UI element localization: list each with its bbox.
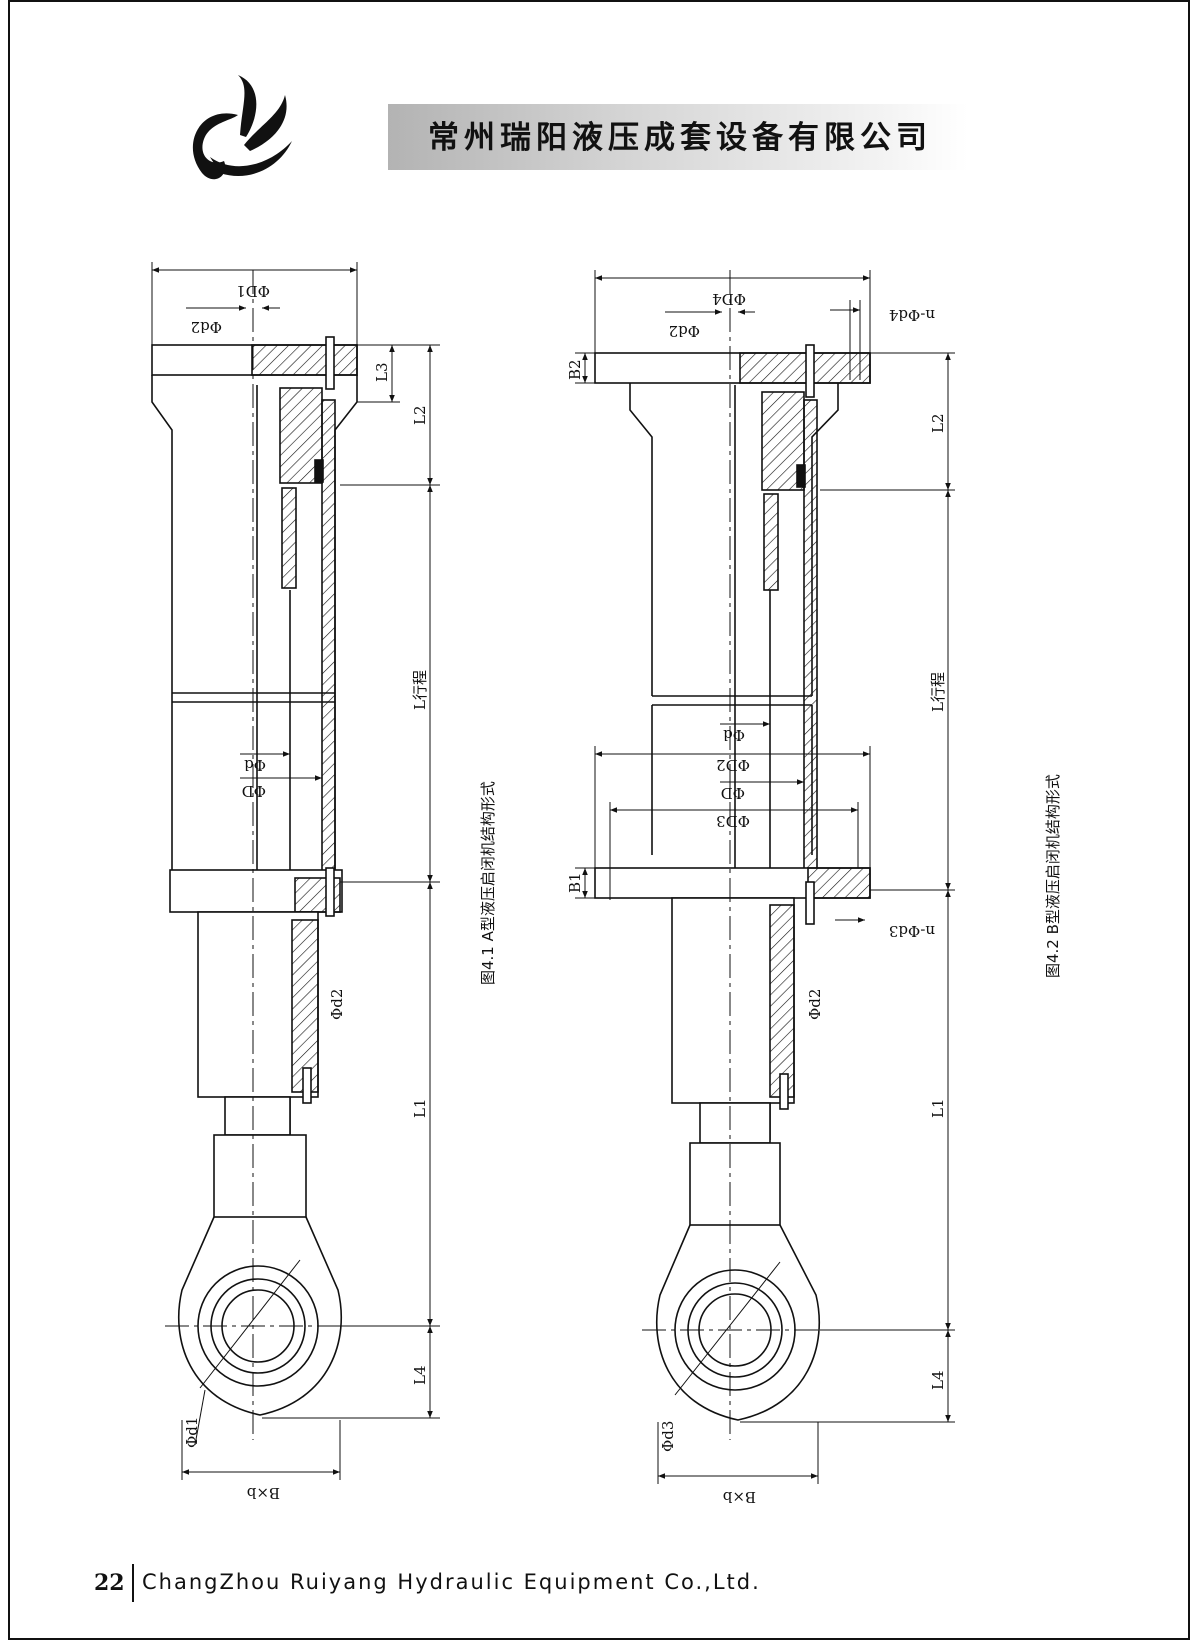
label-b-nd3: n-Φd3 — [889, 922, 935, 940]
label-a-d: Φd — [244, 756, 266, 774]
label-a-d1: Φd1 — [183, 1417, 201, 1448]
company-logo — [192, 75, 292, 180]
label-b-d3: Φd3 — [659, 1421, 677, 1452]
label-b-L1: L1 — [929, 1098, 947, 1118]
label-b-nd4: n-Φd4 — [889, 306, 935, 324]
page-number: 22 — [94, 1570, 125, 1596]
label-b-D: ΦD — [721, 784, 745, 802]
caption-figure-a: 图4.1 A型液压启闭机结构形式 — [479, 781, 497, 985]
figure-b-dimensions — [575, 270, 955, 1484]
label-a-Bxb: B×b — [247, 1484, 280, 1502]
label-a-L1: L1 — [411, 1098, 429, 1118]
company-name-cn: 常州瑞阳液压成套设备有限公司 — [428, 120, 932, 156]
label-a-d2-mid: Φd2 — [328, 989, 346, 1020]
label-a-stroke: L行程 — [411, 670, 429, 710]
label-b-B1: B1 — [566, 872, 584, 893]
label-b-D2: ΦD2 — [716, 756, 750, 774]
label-a-D1: ΦD1 — [236, 282, 270, 300]
header-banner — [388, 104, 968, 170]
label-b-d: Φd — [723, 726, 745, 744]
label-b-D4: ΦD4 — [712, 290, 746, 308]
label-b-stroke: L行程 — [929, 672, 947, 712]
figure-b-cylinder — [594, 270, 871, 1440]
company-name-en: ChangZhou Ruiyang Hydraulic Equipment Co… — [142, 1570, 761, 1594]
label-a-L3: L3 — [373, 362, 391, 382]
caption-figure-b: 图4.2 B型液压启闭机结构形式 — [1044, 774, 1062, 978]
figure-a-cylinder — [151, 270, 358, 1440]
label-b-D3: ΦD3 — [716, 812, 750, 830]
page-border — [8, 0, 1190, 1640]
label-b-L4: L4 — [929, 1370, 947, 1390]
label-b-Bxb: B×b — [723, 1488, 756, 1506]
label-b-B2: B2 — [566, 359, 584, 380]
label-a-d2-top: Φd2 — [191, 318, 222, 336]
label-b-L2: L2 — [929, 413, 947, 433]
footer-divider — [132, 1564, 134, 1602]
figure-a-dimensions — [151, 262, 440, 1480]
label-b-d2-mid: Φd2 — [806, 989, 824, 1020]
label-a-L2: L2 — [411, 405, 429, 425]
label-a-L4: L4 — [411, 1365, 429, 1385]
label-b-d2-top: Φd2 — [669, 322, 700, 340]
label-a-D: ΦD — [242, 782, 266, 800]
